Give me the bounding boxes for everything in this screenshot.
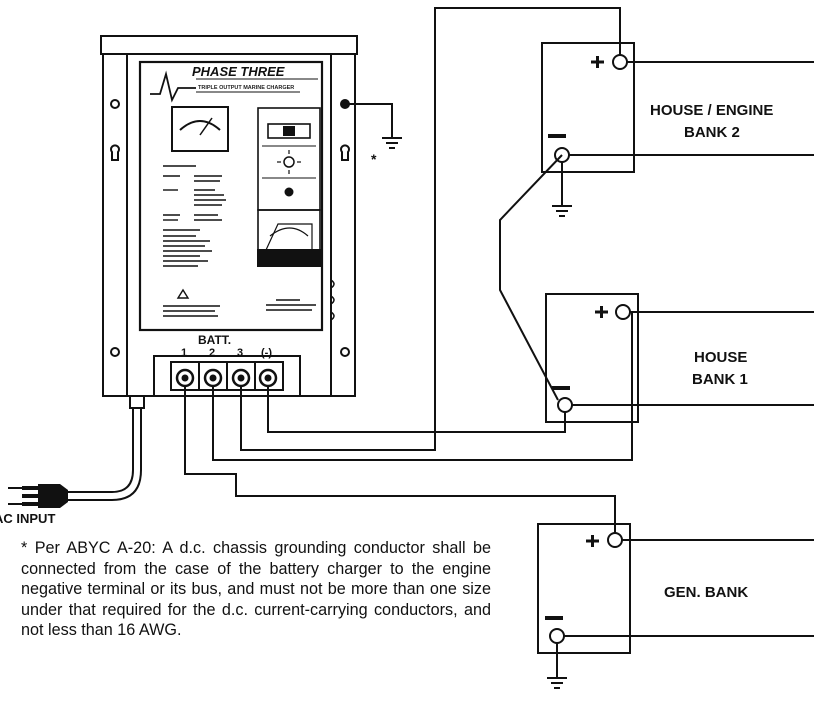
charger-tagline: TRIPLE OUTPUT MARINE CHARGER	[198, 85, 294, 91]
battery-house-engine-bank-2[interactable]	[541, 42, 814, 217]
battery-house-bank-1[interactable]	[545, 293, 814, 423]
ground-icon	[382, 137, 402, 149]
output-terminal-3[interactable]	[231, 368, 251, 388]
battery-gen-bank-name: GEN. BANK	[664, 584, 748, 601]
ac-plug-icon	[8, 484, 68, 508]
chassis-ground-asterisk: *	[371, 151, 377, 167]
terminal-label-negative: (-)	[261, 347, 272, 359]
terminal-label-3: 3	[237, 347, 243, 359]
charger-brand: PHASE THREE	[192, 64, 285, 79]
ac-input-label: AC INPUT	[0, 511, 55, 526]
output-terminal-1[interactable]	[175, 368, 195, 388]
battery-gen-bank[interactable]	[537, 523, 814, 689]
abyc-footnote: * Per ABYC A-20: A d.c. chassis groundin…	[21, 539, 491, 640]
terminal-label-1: 1	[181, 347, 187, 359]
charger-wiring	[184, 7, 633, 533]
battery-charger	[100, 35, 358, 397]
batt-label: BATT.	[198, 333, 231, 347]
output-terminal-negative[interactable]	[258, 368, 278, 388]
ac-power-cord	[64, 395, 145, 501]
battery-bank2-name-line2: BANK 2	[684, 124, 740, 141]
chassis-ground-wire	[341, 100, 393, 138]
battery-bank1-name-line1: HOUSE	[694, 349, 747, 366]
terminal-label-2: 2	[209, 347, 215, 359]
battery-bank1-name-line2: BANK 1	[692, 371, 748, 388]
gen-minus-sign: −	[0, 0, 1, 1]
output-terminal-2[interactable]	[203, 368, 223, 388]
battery-bank2-name-line1: HOUSE / ENGINE	[650, 102, 773, 119]
